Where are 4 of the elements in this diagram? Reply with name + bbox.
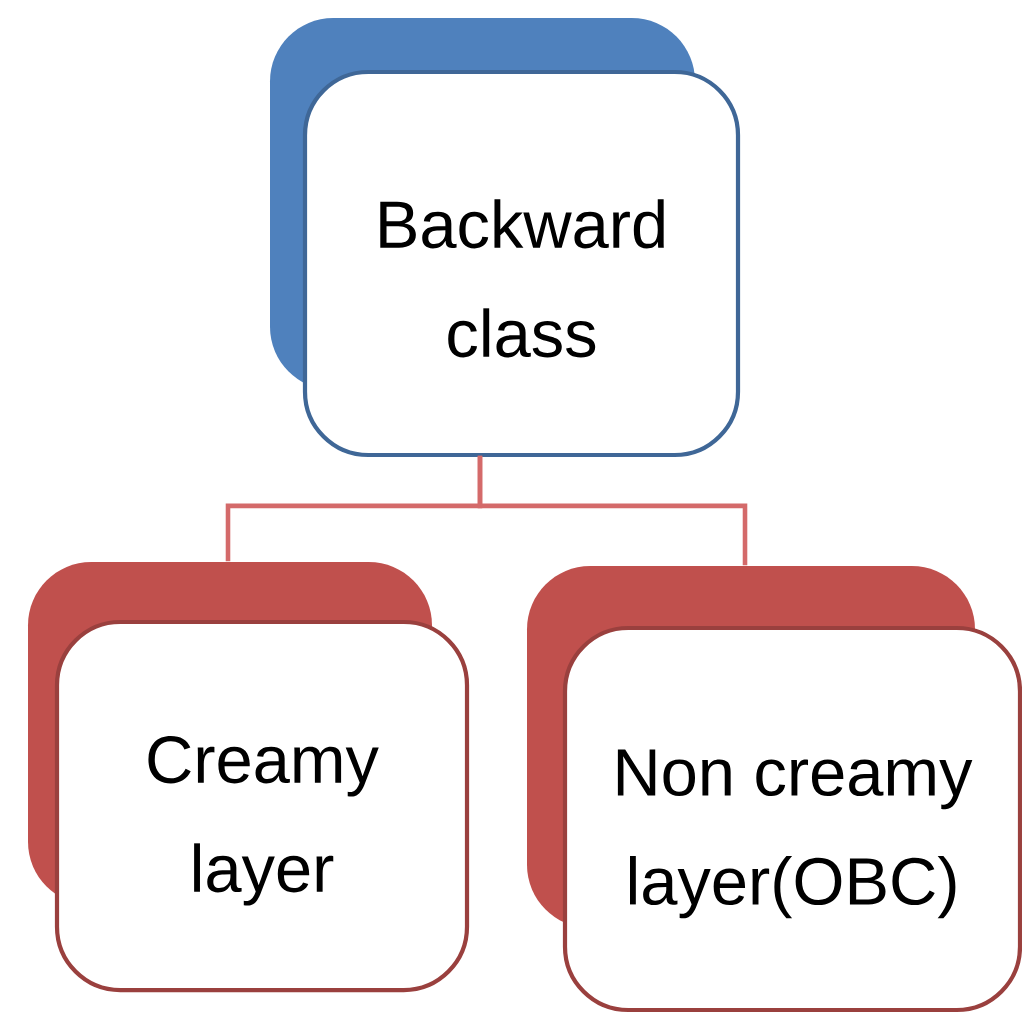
stacked-card: Creamy layer	[28, 562, 470, 993]
connector-line	[477, 455, 748, 566]
stacked-card: Backward class	[270, 18, 741, 458]
stacked-card: Non creamy layer(OBC)	[527, 566, 1022, 1013]
